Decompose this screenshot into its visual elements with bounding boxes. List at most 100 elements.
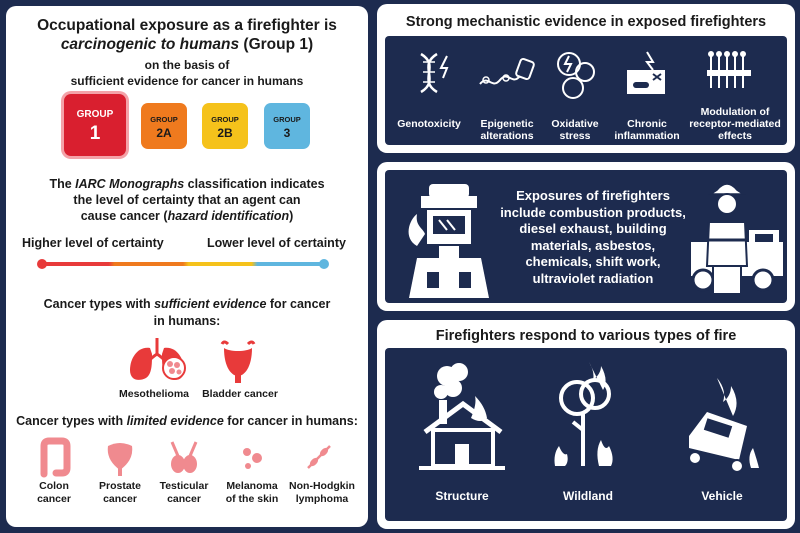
testicular-icon xyxy=(170,441,198,473)
house-fire-icon xyxy=(419,363,505,470)
text: Cancer types with xyxy=(43,297,155,311)
group-number: 2B xyxy=(217,126,233,140)
text: classification indicates xyxy=(184,177,325,191)
iarc-monographs-text: IARC Monographs xyxy=(75,177,185,191)
label-line: cancer xyxy=(167,493,201,505)
sufficient-line-1: Cancer types with sufficient evidence fo… xyxy=(6,296,368,313)
label-line: receptor-mediated xyxy=(689,118,781,130)
vehicle-label: Vehicle xyxy=(701,489,743,503)
group-2b-badge: GROUP 2B xyxy=(202,103,248,149)
basis-line-1: on the basis of xyxy=(144,58,230,72)
label-line: stress xyxy=(559,130,591,142)
label-line: Modulation of xyxy=(700,106,770,118)
exposures-box: Exposures of firefighters include combus… xyxy=(385,170,787,303)
fire-types-title: Firefighters respond to various types of… xyxy=(435,328,737,344)
iarc-classification-panel: Occupational exposure as a firefighter i… xyxy=(6,6,368,527)
label-line: Oxidative xyxy=(551,118,599,130)
label-line: Colon xyxy=(39,480,69,492)
text: ) xyxy=(289,209,294,223)
classif-line-2: the level of certainty that an agent can xyxy=(73,193,301,207)
bladder-cancer-label: Bladder cancer xyxy=(202,388,278,400)
text: cause cancer ( xyxy=(80,209,168,223)
group-label: GROUP xyxy=(76,109,114,120)
sufficient-evidence-heading: Cancer types with sufficient evidence fo… xyxy=(6,296,368,330)
receptor-icon xyxy=(707,51,751,88)
vehicle-fire-icon xyxy=(688,378,759,473)
basis-line-2: sufficient evidence for cancer in humans xyxy=(70,74,304,88)
label-line: cancer xyxy=(103,493,137,505)
structure-label: Structure xyxy=(435,489,489,503)
classif-line-1: The IARC Monographs classification indic… xyxy=(6,176,368,192)
label-line: alterations xyxy=(480,130,534,142)
label-line: Epigenetic xyxy=(480,118,534,130)
melanoma-icon xyxy=(243,448,262,469)
text: for cancer in humans: xyxy=(223,414,358,428)
scale-start-dot xyxy=(37,259,47,269)
group-label: GROUP xyxy=(211,115,239,124)
group-number: 1 xyxy=(89,123,101,144)
lower-certainty-label: Lower level of certainty xyxy=(207,236,346,250)
heading-line-2: carcinogenic to humans (Group 1) xyxy=(6,35,368,54)
label-line: of the skin xyxy=(225,493,279,505)
exposures-panel: Exposures of firefighters include combus… xyxy=(377,162,795,311)
label-line: effects xyxy=(718,130,752,142)
label-line: Testicular xyxy=(159,480,209,492)
wildland-label: Wildland xyxy=(563,489,613,503)
text: The xyxy=(49,177,76,191)
label-line: Chronic xyxy=(627,118,667,130)
group-number: 3 xyxy=(283,126,291,140)
scale-end-dot xyxy=(319,259,329,269)
lymphoma-icon xyxy=(307,445,331,469)
mesothelioma-label: Mesothelioma xyxy=(118,388,189,400)
mechanistic-evidence-panel: Strong mechanistic evidence in exposed f… xyxy=(377,4,795,153)
exposure-line: materials, asbestos, xyxy=(530,237,656,253)
group1-text: (Group 1) xyxy=(239,36,314,53)
colon-icon xyxy=(40,437,71,478)
higher-certainty-label: Higher level of certainty xyxy=(22,236,164,250)
lungs-icon xyxy=(130,338,186,380)
label-line: lymphoma xyxy=(295,493,349,505)
oxidative-stress-icon xyxy=(557,52,595,99)
certainty-scale-bar xyxy=(40,262,326,266)
exposure-line: ultraviolet radiation xyxy=(532,270,654,286)
group-number: 2A xyxy=(156,126,172,140)
bladder-icon xyxy=(220,340,256,383)
wildland-fire-icon xyxy=(554,362,613,466)
fire-types-box: Structure Wildland Vehicle xyxy=(385,348,787,521)
limited-evidence-heading: Cancer types with limited evidence for c… xyxy=(6,414,368,428)
exposure-line: Exposures of firefighters xyxy=(516,188,670,203)
exposures-text: Exposures of firefighters include combus… xyxy=(493,188,693,287)
text: Cancer types with xyxy=(16,414,127,428)
main-heading: Occupational exposure as a firefighter i… xyxy=(6,16,368,54)
fire-types-panel: Firefighters respond to various types of… xyxy=(377,320,795,529)
exposure-line: chemicals, shift work, xyxy=(525,254,661,269)
mechanistic-title: Strong mechanistic evidence in exposed f… xyxy=(405,14,767,30)
group-3-badge: GROUP 3 xyxy=(264,103,310,149)
firefighter-truck-icon xyxy=(691,183,783,295)
basis-text: on the basis of sufficient evidence for … xyxy=(6,57,368,89)
heading-line-1: Occupational exposure as a firefighter i… xyxy=(37,17,337,34)
sufficient-line-2: in humans: xyxy=(153,314,221,328)
classif-line-3: cause cancer (hazard identification) xyxy=(6,208,368,224)
dna-icon xyxy=(420,52,449,94)
prostate-icon xyxy=(107,443,133,476)
exposure-line: include combustion products, xyxy=(500,204,686,220)
carcinogenic-text: carcinogenic to humans xyxy=(60,36,240,53)
classification-text: The IARC Monographs classification indic… xyxy=(6,176,368,224)
epigenetic-icon xyxy=(479,57,535,85)
text: for cancer xyxy=(266,297,331,311)
firefighter-mask-icon xyxy=(408,184,489,298)
label-line: inflammation xyxy=(614,130,680,142)
exposure-line: diesel exhaust, building xyxy=(519,221,667,236)
label-line: cancer xyxy=(37,493,71,505)
label-line: Prostate xyxy=(98,480,141,492)
inflammation-icon xyxy=(627,51,665,94)
